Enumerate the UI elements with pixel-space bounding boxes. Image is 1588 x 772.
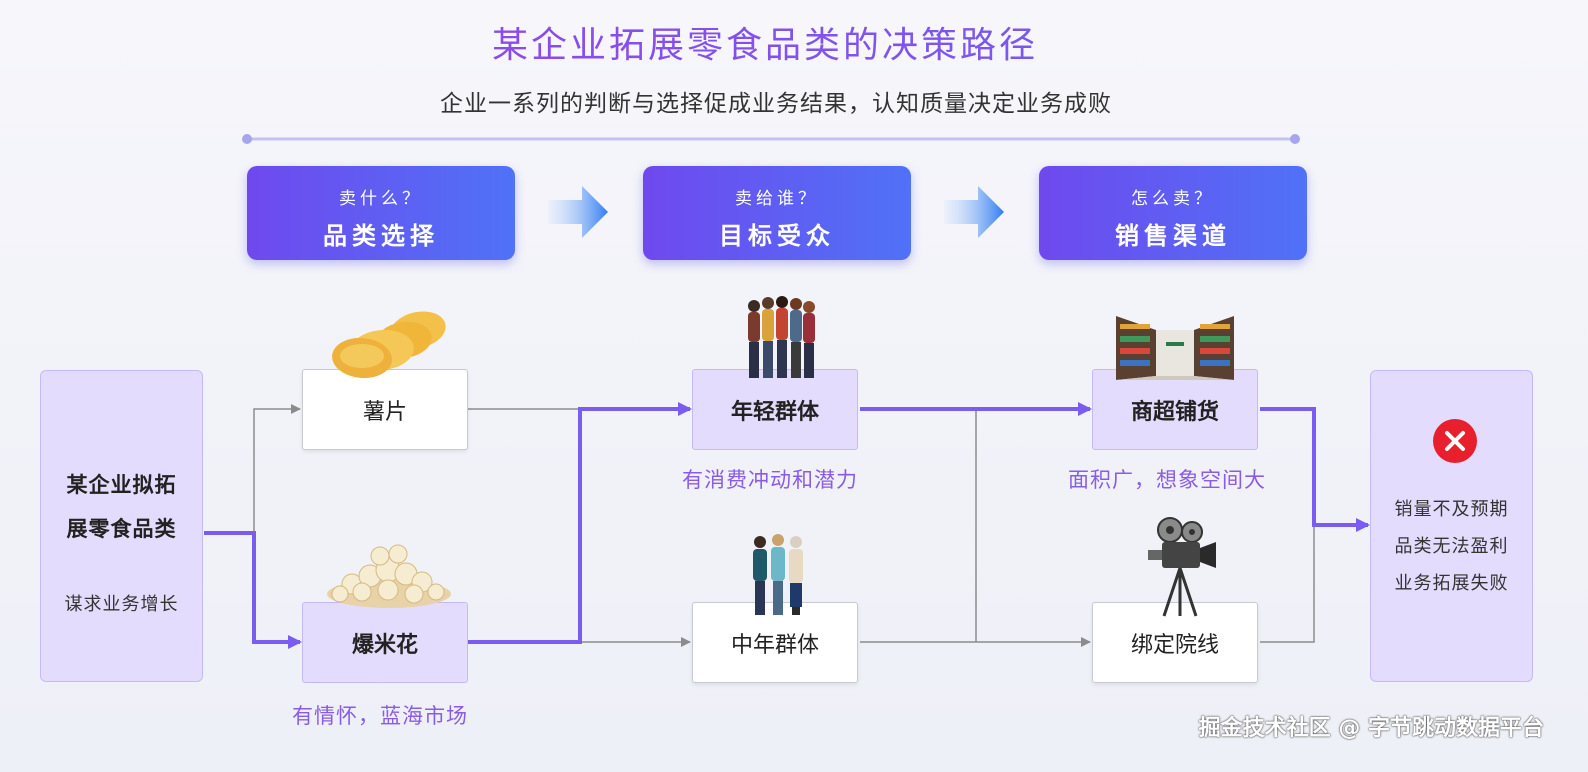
start-title-line1: 某企业拟拓 bbox=[66, 473, 177, 497]
popcorn-note: 有情怀，蓝海市场 bbox=[292, 704, 468, 728]
watermark: 掘金技术社区 @ 字节跳动数据平台 bbox=[1198, 716, 1544, 741]
result-line2: 品类无法盈利 bbox=[1394, 536, 1509, 557]
stage-channel: 怎么卖？ 销售渠道 bbox=[1039, 166, 1307, 260]
diagram-title: 某企业拓展零食品类的决策路径 bbox=[0, 16, 1530, 68]
start-subtitle: 谋求业务增长 bbox=[64, 594, 179, 615]
node-cinema: 绑定院线 bbox=[1092, 602, 1258, 683]
result-line3: 业务拓展失败 bbox=[1394, 573, 1509, 594]
node-middle-aged: 中年群体 bbox=[692, 602, 858, 683]
supermarket-note: 面积广，想象空间大 bbox=[1068, 468, 1266, 492]
middle-aged-people-icon bbox=[753, 534, 803, 615]
movie-camera-icon bbox=[1148, 517, 1216, 617]
stage-question: 卖给谁？ bbox=[735, 189, 819, 209]
node-supermarket: 商超铺货 bbox=[1092, 369, 1258, 450]
chips-icon bbox=[332, 311, 446, 379]
young-note: 有消费冲动和潜力 bbox=[682, 468, 858, 492]
cross-icon bbox=[1433, 419, 1477, 463]
node-popcorn: 爆米花 bbox=[302, 602, 468, 683]
stage-title: 目标受众 bbox=[719, 222, 835, 250]
supermarket-icon bbox=[1116, 316, 1234, 380]
diagram-subtitle: 企业一系列的判断与选择促成业务结果，认知质量决定业务成败 bbox=[440, 91, 1112, 117]
stage-title: 品类选择 bbox=[323, 222, 439, 250]
chevron-arrow-icon bbox=[548, 186, 608, 238]
stage-category: 卖什么？ 品类选择 bbox=[247, 166, 515, 260]
chevron-arrow-icon bbox=[944, 186, 1004, 238]
stage-audience: 卖给谁？ 目标受众 bbox=[643, 166, 911, 260]
popcorn-icon bbox=[327, 544, 451, 608]
start-title-line2: 展零食品类 bbox=[66, 517, 177, 541]
start-box: 某企业拟拓 展零食品类 谋求业务增长 bbox=[40, 370, 203, 682]
stage-question: 怎么卖？ bbox=[1131, 189, 1215, 209]
stage-title: 销售渠道 bbox=[1115, 222, 1231, 250]
result-line1: 销量不及预期 bbox=[1394, 499, 1509, 520]
node-chips: 薯片 bbox=[302, 369, 468, 450]
timeline-bar bbox=[242, 134, 1300, 144]
node-young: 年轻群体 bbox=[692, 369, 858, 450]
result-box: 销量不及预期 品类无法盈利 业务拓展失败 bbox=[1370, 370, 1533, 682]
young-people-icon bbox=[748, 296, 815, 378]
stage-question: 卖什么？ bbox=[339, 189, 423, 209]
